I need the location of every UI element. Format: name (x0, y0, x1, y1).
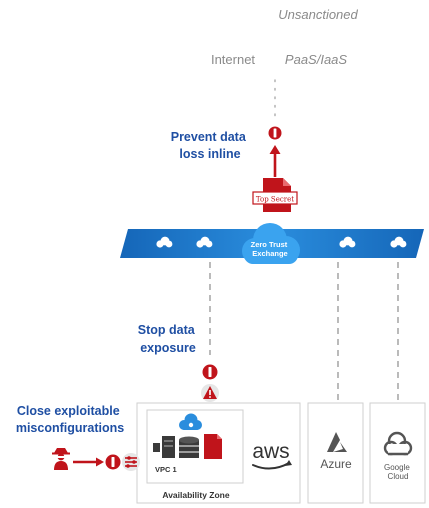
stop-line2: exposure (140, 341, 196, 355)
paas-iaas-label: PaaS/IaaS (285, 52, 347, 67)
top-secret-document-icon (252, 178, 298, 212)
block-icon-misconfig (105, 454, 121, 470)
google-cloud-logo-icon (383, 431, 413, 456)
stop-data-exposure-callout: Stop data exposure (138, 323, 198, 355)
vpc-label: VPC 1 (155, 465, 177, 474)
band-cloud-icon-2 (196, 236, 213, 248)
block-icon-top (268, 126, 282, 140)
band-cloud-icon-4 (390, 236, 407, 248)
top-secret-stamp: Top Secret (256, 196, 294, 204)
availability-zone-label: Availability Zone (162, 490, 230, 500)
warning-icon (201, 384, 219, 402)
zero-trust-exchange-cloud (242, 223, 300, 264)
unsanctioned-label: Unsanctioned (278, 7, 358, 22)
vpc-cloud-icon (179, 413, 202, 430)
close-line2: misconfigurations (16, 421, 124, 435)
prevent-line1: Prevent data (171, 130, 247, 144)
azure-logo-icon (327, 432, 347, 452)
azure-cloud-container (307, 402, 364, 504)
google-cloud-label: Google Cloud (384, 463, 412, 481)
aws-arrow-icon (285, 460, 292, 466)
prevent-data-loss-callout: Prevent data loss inline (171, 130, 250, 161)
server-icon (153, 436, 175, 458)
band-cloud-icon-1 (156, 236, 173, 248)
google-line2: Cloud (388, 472, 409, 481)
exchange-line1: Zero Trust (251, 240, 288, 249)
exchange-line2: Exchange (252, 249, 287, 258)
aws-smile-icon (252, 462, 290, 470)
close-line1: Close exploitable (17, 404, 120, 418)
exchange-label: Zero Trust Exchange (251, 240, 290, 258)
google-line1: Google (384, 463, 410, 472)
azure-label: Azure (320, 457, 352, 471)
stop-line1: Stop data (138, 323, 196, 337)
database-icon (179, 436, 199, 458)
band-cloud-icon-3 (339, 236, 356, 248)
data-file-icon (204, 434, 222, 459)
attack-arrow-head (96, 457, 104, 467)
block-icon-exposure (202, 364, 218, 380)
exfiltration-arrow (269, 145, 281, 177)
close-misconfigurations-callout: Close exploitable misconfigurations (16, 404, 124, 435)
attacker-icon (52, 448, 70, 470)
settings-sliders-icon (122, 453, 140, 471)
internet-label: Internet (211, 52, 255, 67)
aws-logo: aws (252, 440, 289, 463)
prevent-line2: loss inline (179, 147, 240, 161)
